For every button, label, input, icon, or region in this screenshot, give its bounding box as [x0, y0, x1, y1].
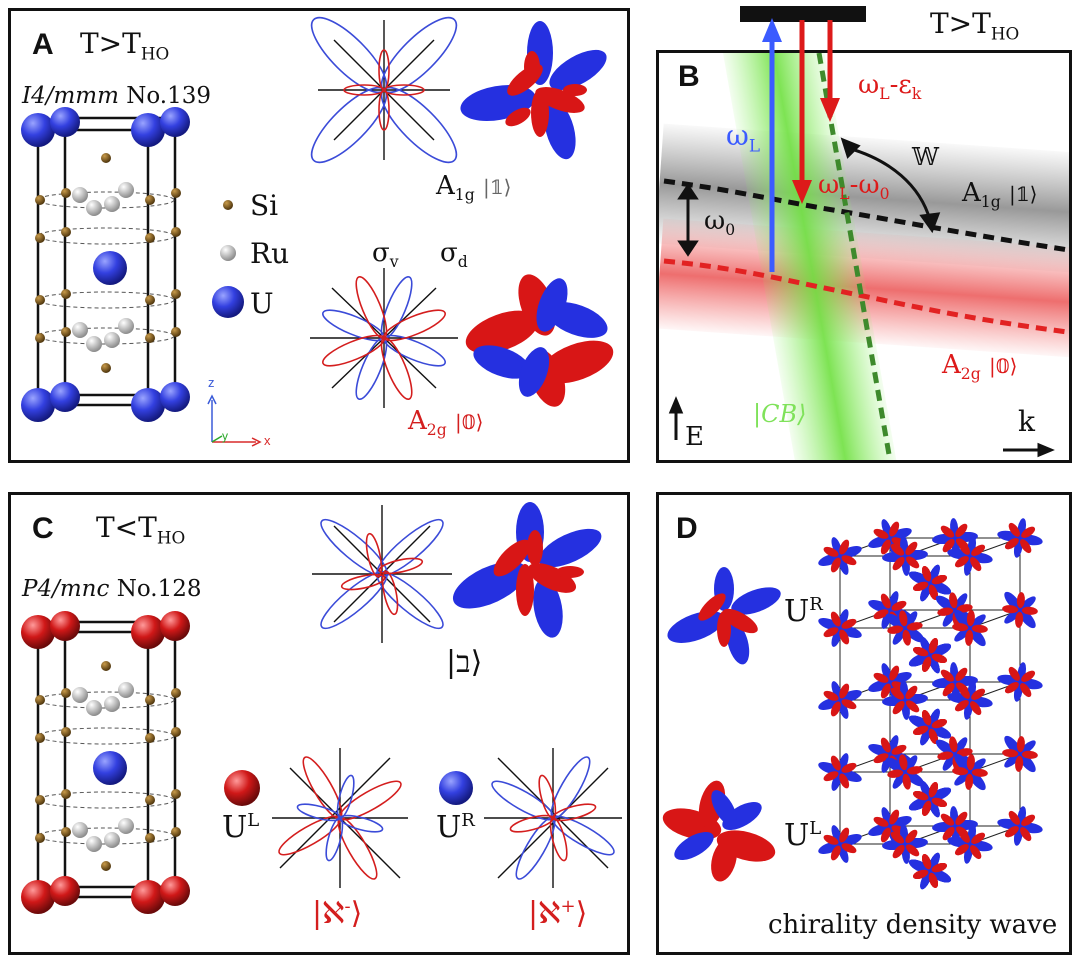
- lattice-orbital: [908, 636, 952, 674]
- panel-c-label: C: [32, 512, 54, 545]
- w-label: 𝕎: [912, 143, 939, 171]
- panel-c-temperature: T<THO: [96, 511, 186, 548]
- lattice-orbital: [818, 609, 862, 647]
- panel-a-temperature: T>THO: [80, 27, 170, 64]
- lattice-orbital: [952, 753, 988, 791]
- omega-l-label: ωL: [726, 119, 760, 156]
- lattice-orbital: [882, 680, 928, 720]
- aleph-minus-label: |ℵ-⟩: [312, 896, 363, 931]
- panel-d-label: D: [676, 512, 698, 545]
- panel-b-temperature: T>THO: [930, 7, 1020, 44]
- lattice-orbital: [908, 708, 952, 746]
- lattice-orbital: [932, 518, 978, 558]
- lattice-orbital: [997, 518, 1043, 558]
- lattice-orbital: [818, 825, 862, 863]
- lattice-orbital: [908, 852, 952, 890]
- axis-e-label: E: [685, 422, 704, 452]
- a1g-label: A1g |𝟙⟩: [436, 171, 512, 205]
- lattice-orbital: [882, 824, 928, 864]
- panel-c-space-group: P4/mnc No.128: [22, 576, 202, 602]
- lattice-orbital: [818, 681, 862, 719]
- b-a2g-label: A2g |𝟘⟩: [942, 350, 1018, 384]
- lattice-orbital: [818, 537, 862, 575]
- omega-l-minus-eps-label: ωL-εk: [858, 70, 922, 104]
- lattice-orbital: [997, 806, 1043, 846]
- lattice-orbital: [952, 609, 988, 647]
- panel-b-label: B: [678, 60, 700, 93]
- lattice-orbital: [868, 663, 912, 701]
- axis-z-label: z: [208, 375, 215, 390]
- lattice-orbital: [947, 536, 993, 576]
- d-ul-label: UL: [784, 818, 822, 853]
- axis-k-label: k: [1018, 405, 1035, 438]
- sigma-v-label: σv: [372, 238, 399, 272]
- legend-u: U: [250, 287, 274, 320]
- legend-si: Si: [250, 189, 279, 222]
- lattice-orbital: [908, 564, 952, 602]
- chirality-caption: chirality density wave: [768, 910, 1058, 940]
- legend-ru: Ru: [250, 237, 290, 270]
- lattice-orbital: [932, 662, 978, 702]
- aleph-plus-label: |ℵ+⟩: [528, 896, 588, 931]
- lattice-orbital: [1002, 591, 1038, 629]
- c-ul-label: UL: [222, 810, 260, 845]
- panel-a-label: A: [32, 28, 54, 61]
- lattice-orbital: [885, 610, 925, 646]
- lattice-orbital: [882, 536, 928, 576]
- sigma-d-label: σd: [440, 238, 468, 272]
- panel-a-space-group: I4/mmm No.139: [22, 83, 211, 109]
- d-ur-label: UR: [784, 594, 823, 629]
- cb-label: |CB⟩: [753, 400, 807, 428]
- panel-b-band-plot: [659, 53, 1069, 460]
- lattice-orbital: [997, 662, 1043, 702]
- omega0-label: ω0: [704, 206, 736, 240]
- panel-b: [656, 50, 1072, 463]
- lattice-orbital: [885, 754, 925, 790]
- b-a1g-label: A1g |𝟙⟩: [962, 178, 1038, 212]
- axis-x-label: x: [264, 433, 271, 448]
- lattice-orbital: [908, 780, 952, 818]
- c-ur-label: UR: [436, 810, 475, 845]
- lattice-orbital: [1002, 735, 1038, 773]
- a2g-label: A2g |𝟘⟩: [408, 406, 484, 440]
- lattice-orbital: [818, 753, 862, 791]
- axis-y-label: y: [222, 429, 228, 443]
- lattice-orbital: [947, 824, 993, 864]
- lattice-orbital: [947, 680, 993, 720]
- omega-l-minus-omega0-label: ωL-ω0: [818, 170, 890, 204]
- bet-ket-label: |ב⟩: [446, 645, 483, 680]
